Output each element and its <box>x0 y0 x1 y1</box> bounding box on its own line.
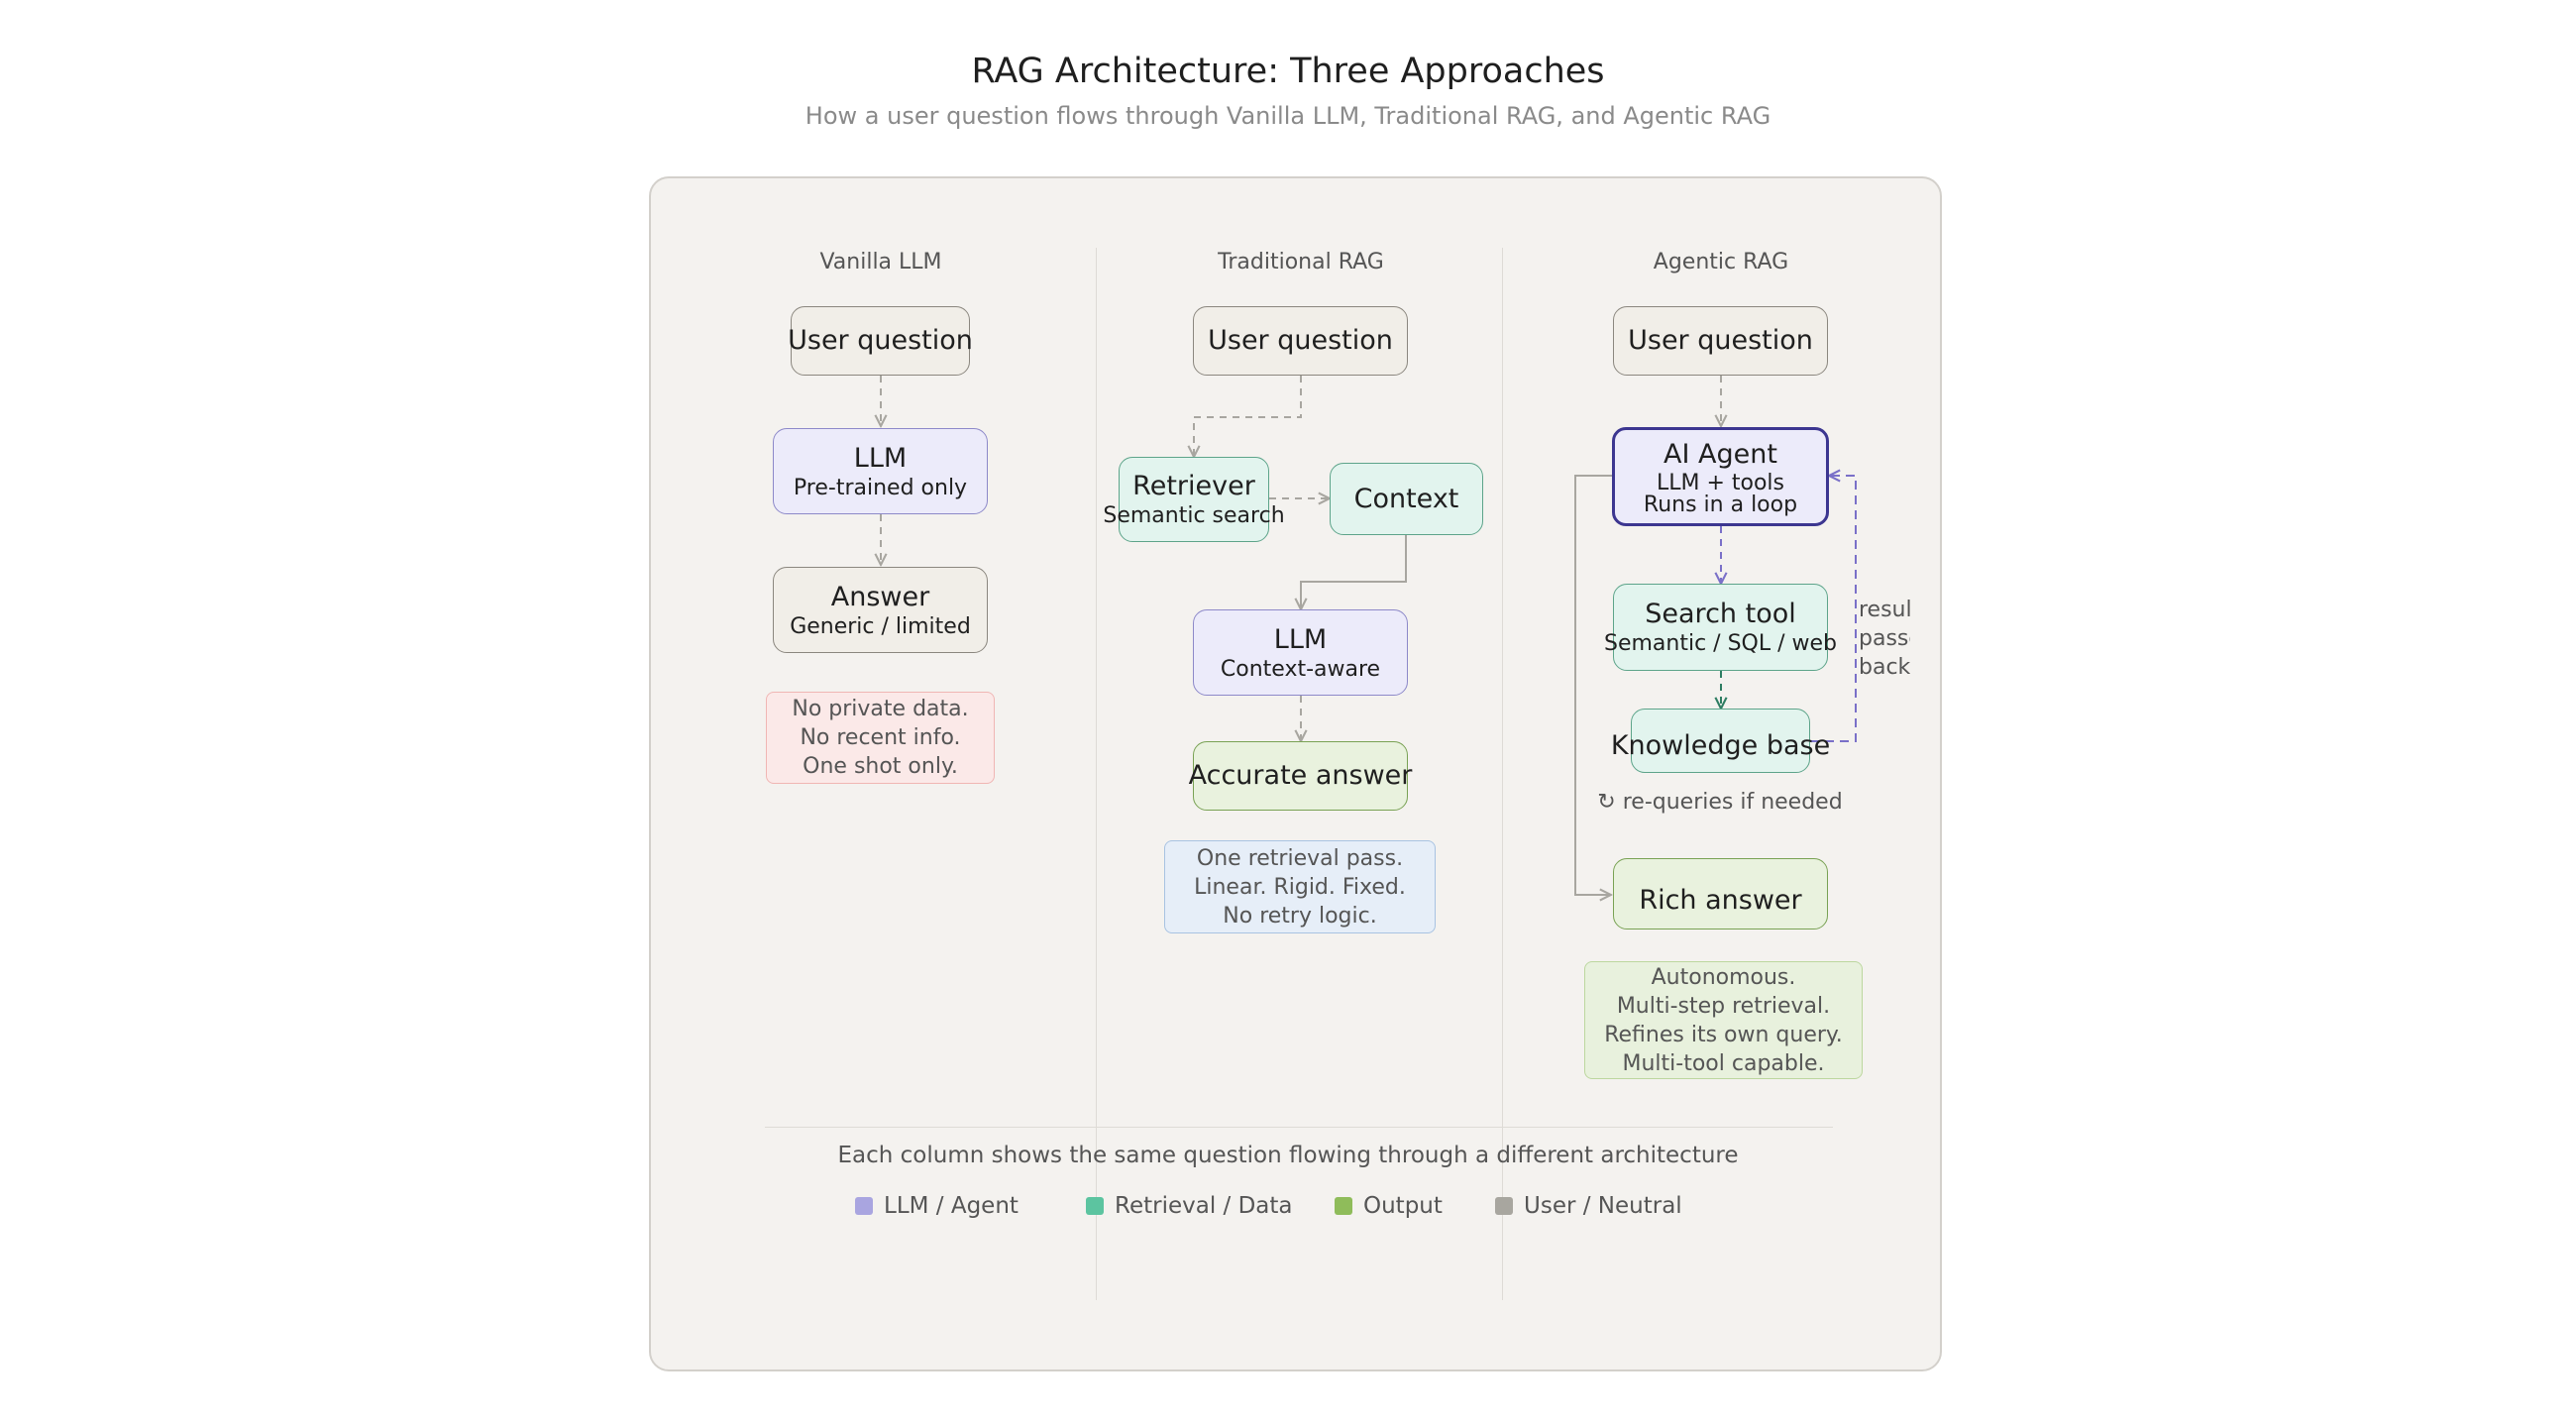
vanilla-note: No private data. No recent info. One sho… <box>766 692 995 784</box>
legend-item-user-neutral: User / Neutral <box>1495 1193 1682 1219</box>
node-label: Knowledge base <box>1610 729 1831 761</box>
node-sublabel-2: Runs in a loop <box>1643 492 1798 517</box>
node-sublabel: LLM + tools <box>1656 470 1785 495</box>
legend-item-output: Output <box>1335 1193 1443 1219</box>
traditional-llm-node: LLM Context-aware <box>1193 609 1408 696</box>
column-title-agentic: Agentic RAG <box>1653 250 1789 274</box>
loop-label-line: passed <box>1859 626 1910 651</box>
legend-swatch <box>1086 1197 1104 1215</box>
note-line: No recent info. <box>800 725 961 750</box>
node-sublabel: Semantic search <box>1103 503 1285 528</box>
agentic-user-question-node: User question <box>1613 306 1828 376</box>
note-line: Multi-tool capable. <box>1622 1050 1825 1076</box>
note-line: Multi-step retrieval. <box>1616 993 1831 1019</box>
arrow-trad-context-llm <box>1301 535 1407 609</box>
note-line: One shot only. <box>803 754 958 779</box>
arrow-agentic-agent-answer <box>1574 475 1612 895</box>
node-label: User question <box>1208 325 1393 356</box>
legend-label: LLM / Agent <box>884 1193 1019 1219</box>
legend-label: Retrieval / Data <box>1115 1193 1293 1219</box>
traditional-user-question-node: User question <box>1193 306 1408 376</box>
traditional-note: One retrieval pass. Linear. Rigid. Fixed… <box>1164 840 1436 933</box>
node-label: User question <box>788 325 973 356</box>
search-tool-node: Search tool Semantic / SQL / web <box>1604 584 1837 671</box>
legend-item-llm-agent: LLM / Agent <box>855 1193 1019 1219</box>
node-label: Accurate answer <box>1188 760 1413 791</box>
note-line: Autonomous. <box>1651 964 1796 990</box>
column-title-vanilla: Vanilla LLM <box>819 250 942 274</box>
vanilla-llm-node: LLM Pre-trained only <box>773 428 988 514</box>
note-line: Linear. Rigid. Fixed. <box>1194 874 1406 900</box>
ai-agent-node: AI Agent LLM + tools Runs in a loop <box>1612 427 1829 526</box>
rich-answer-node: Rich answer <box>1613 858 1828 930</box>
loop-label-line: results <box>1859 598 1910 622</box>
diagram-subtitle: How a user question flows through Vanill… <box>805 102 1771 130</box>
node-label: LLM <box>853 442 908 474</box>
legend-swatch <box>1495 1197 1513 1215</box>
legend-swatch <box>855 1197 873 1215</box>
node-label: Answer <box>830 581 930 612</box>
accurate-answer-node: Accurate answer <box>1189 741 1412 811</box>
requery-label: ↻ re-queries if needed <box>1597 790 1843 815</box>
note-line: No retry logic. <box>1223 903 1377 929</box>
vanilla-user-question-node: User question <box>788 306 973 376</box>
arrow-trad-question-retriever <box>1194 376 1302 457</box>
legend-label: User / Neutral <box>1524 1193 1682 1219</box>
arrow-agentic-kb-agent-loop <box>1810 476 1857 742</box>
node-label: Rich answer <box>1639 885 1802 916</box>
node-label: Retriever <box>1132 471 1255 501</box>
footer-divider <box>765 1127 1833 1128</box>
context-node: Context <box>1330 463 1483 535</box>
node-label: User question <box>1628 325 1813 356</box>
knowledge-base-node: Knowledge base <box>1611 709 1830 773</box>
node-label: Search tool <box>1645 599 1796 629</box>
legend-label: Output <box>1363 1193 1443 1219</box>
note-line: One retrieval pass. <box>1196 845 1404 871</box>
node-sublabel: Generic / limited <box>790 613 971 639</box>
diagram-title: RAG Architecture: Three Approaches <box>971 52 1605 91</box>
node-label: AI Agent <box>1664 438 1777 470</box>
column-divider-1 <box>1096 248 1097 1300</box>
node-label: Context <box>1353 483 1459 514</box>
node-sublabel: Pre-trained only <box>793 475 968 500</box>
column-title-traditional: Traditional RAG <box>1218 250 1384 274</box>
column-divider-2 <box>1502 248 1503 1300</box>
footer-caption: Each column shows the same question flow… <box>837 1143 1739 1168</box>
node-label: LLM <box>1273 623 1328 655</box>
node-sublabel: Semantic / SQL / web <box>1603 631 1838 656</box>
note-line: No private data. <box>792 697 969 721</box>
legend-item-retrieval-data: Retrieval / Data <box>1086 1193 1293 1219</box>
note-line: Refines its own query. <box>1604 1022 1843 1047</box>
retriever-node: Retriever Semantic search <box>1103 457 1285 542</box>
node-sublabel: Context-aware <box>1220 656 1381 682</box>
vanilla-answer-node: Answer Generic / limited <box>773 567 988 653</box>
agentic-note: Autonomous. Multi-step retrieval. Refine… <box>1584 961 1863 1079</box>
loop-label-line: back <box>1859 655 1910 680</box>
loop-label: results passed back <box>1859 596 1910 682</box>
legend-swatch <box>1335 1197 1352 1215</box>
